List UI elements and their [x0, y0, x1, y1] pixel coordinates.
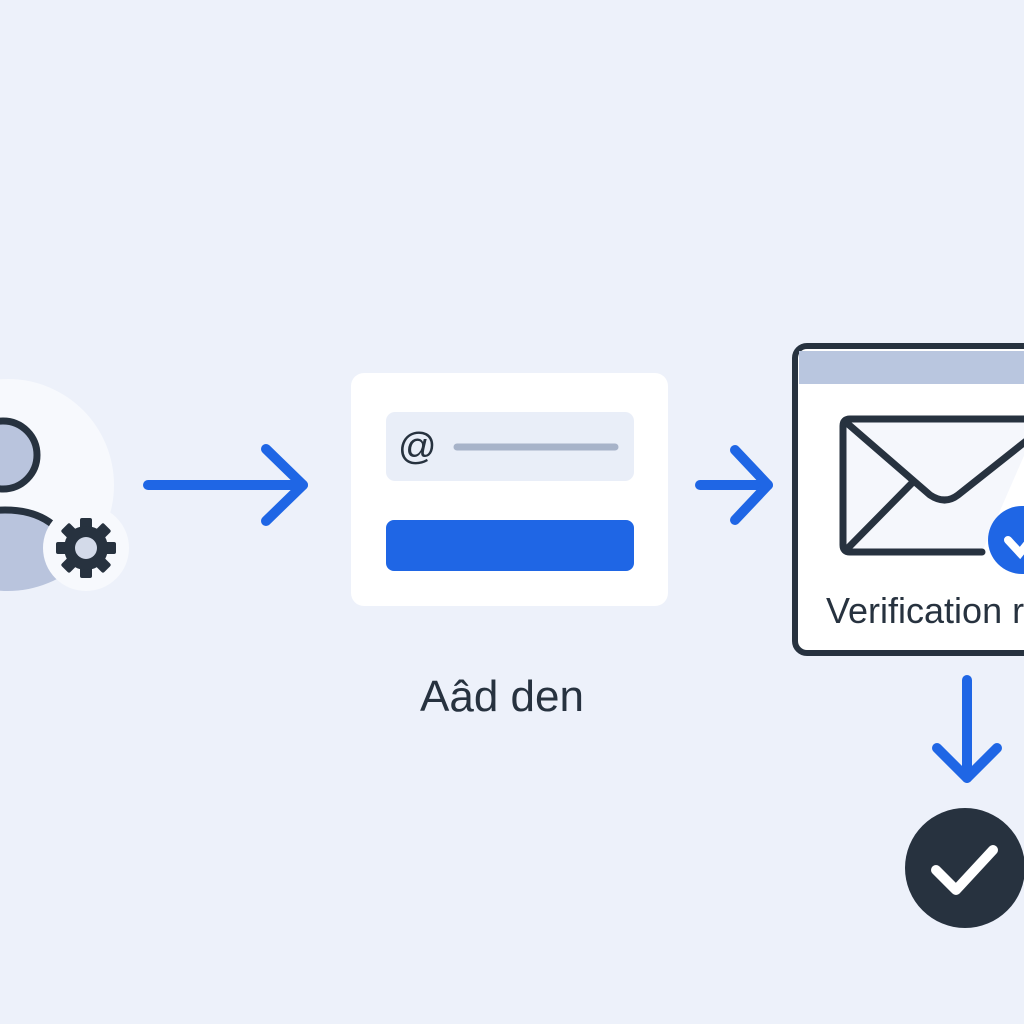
user-settings-icon: [0, 379, 129, 591]
arrow-right-icon: [695, 445, 773, 525]
arrow-right-icon: [143, 444, 308, 526]
verification-email-window: [792, 343, 1024, 656]
verification-caption: Verification re: [826, 590, 1024, 631]
envelope-icon: [839, 415, 1024, 556]
window-title-bar: [799, 351, 1024, 384]
at-icon: @: [398, 426, 437, 468]
form-card: [351, 373, 668, 606]
submit-button[interactable]: [386, 520, 634, 571]
form-step-caption: Aâd den: [420, 672, 584, 721]
user-head: [0, 417, 41, 493]
check-badge-icon: [988, 506, 1024, 574]
check-circle-icon: [905, 808, 1024, 928]
arrow-down-icon: [932, 675, 1002, 783]
gear-icon: [56, 518, 116, 578]
